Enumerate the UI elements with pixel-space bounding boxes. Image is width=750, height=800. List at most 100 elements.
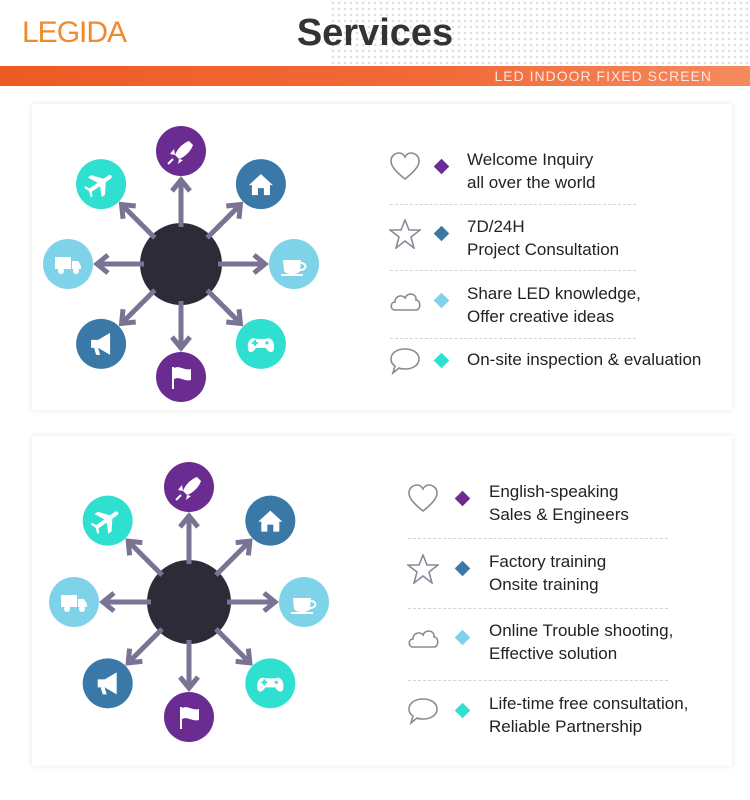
rocket-icon-badge xyxy=(164,462,214,512)
flag-icon xyxy=(172,367,191,389)
plane-icon-badge xyxy=(82,495,133,546)
brand-logo[interactable]: LEGIDA xyxy=(22,16,127,49)
coffee-icon xyxy=(291,598,317,614)
hub-arrow xyxy=(214,538,253,577)
coffee-icon-badge xyxy=(279,577,329,627)
truck-icon-badge xyxy=(43,239,93,289)
plane-icon xyxy=(83,174,112,198)
item-separator xyxy=(390,338,636,339)
page-header: LEGIDA Services LED INDOOR FIXED SCREEN xyxy=(0,0,750,88)
header-band: LED INDOOR FIXED SCREEN xyxy=(0,66,750,86)
item-separator xyxy=(390,270,636,271)
service-item-text: Share LED knowledge, Offer creative ideas xyxy=(467,282,641,328)
heart-icon xyxy=(408,484,438,513)
hub-arrow xyxy=(170,176,192,227)
service-item-line1: Life-time free consultation, xyxy=(489,694,689,713)
hub-arrow xyxy=(205,288,244,327)
plane-icon xyxy=(90,511,119,534)
truck-icon-badge xyxy=(49,577,99,627)
bullet-diamond xyxy=(433,225,450,242)
flag-icon-badge xyxy=(156,352,206,402)
service-hub-diagram-2 xyxy=(49,462,329,742)
home-icon xyxy=(258,510,283,532)
home-icon-badge xyxy=(235,159,286,210)
service-item-line2: Offer creative ideas xyxy=(467,307,615,326)
flag-icon-badge xyxy=(164,692,214,742)
service-item-text: 7D/24H Project Consultation xyxy=(467,215,619,261)
item-separator xyxy=(390,204,636,205)
service-item-text: On-site inspection & evaluation xyxy=(467,348,701,371)
hub-arrow xyxy=(227,591,279,613)
truck-icon xyxy=(55,257,81,274)
service-item-text: Welcome Inquiry all over the world xyxy=(467,148,596,194)
hub-arrow xyxy=(125,538,164,577)
cloud-icon xyxy=(408,630,439,648)
bullet-diamond xyxy=(433,158,450,175)
service-item-line1: Factory training xyxy=(489,552,607,571)
service-item-line2: Onsite training xyxy=(489,575,599,594)
heart-icon xyxy=(390,152,420,181)
hub-arrow xyxy=(170,301,192,352)
star-icon xyxy=(389,219,421,249)
plane-icon-badge xyxy=(76,159,127,210)
world-map-background xyxy=(330,0,750,70)
service-item-line2: all over the world xyxy=(467,173,596,192)
hub-arrow xyxy=(178,640,200,692)
coffee-icon-badge xyxy=(269,239,319,289)
megaphone-icon-badge xyxy=(82,658,133,709)
service-item-line1: Online Trouble shooting, xyxy=(489,621,674,640)
header-subtitle: LED INDOOR FIXED SCREEN xyxy=(494,68,712,84)
item-separator xyxy=(408,538,668,539)
flag-icon xyxy=(180,707,199,729)
gamepad-icon-badge xyxy=(245,658,296,709)
bullet-diamond xyxy=(454,490,471,507)
bullet-diamond xyxy=(454,702,471,719)
service-item-line2: Reliable Partnership xyxy=(489,717,643,736)
megaphone-icon xyxy=(91,332,111,355)
speech-icon xyxy=(408,698,438,726)
hub-arrow xyxy=(118,201,157,240)
speech-icon xyxy=(390,348,420,376)
gamepad-icon-badge xyxy=(235,318,286,369)
service-item-line1: 7D/24H xyxy=(467,217,525,236)
service-item-line2: Sales & Engineers xyxy=(489,505,629,524)
hub-arrow xyxy=(214,627,253,666)
hub-arrow xyxy=(218,253,269,275)
service-hub-diagram-1 xyxy=(43,126,319,402)
truck-icon xyxy=(61,595,87,612)
gamepad-icon xyxy=(247,338,275,353)
star-icon xyxy=(407,554,439,584)
service-item-text: Life-time free consultation, Reliable Par… xyxy=(489,692,688,738)
hub-arrow xyxy=(99,591,151,613)
bullet-diamond xyxy=(433,292,450,309)
megaphone-icon xyxy=(97,672,117,695)
service-item-line1: Share LED knowledge, xyxy=(467,284,641,303)
gamepad-icon xyxy=(257,677,284,692)
megaphone-icon-badge xyxy=(76,318,127,369)
service-item-line2: Effective solution xyxy=(489,644,618,663)
rocket-icon-badge xyxy=(156,126,206,176)
hub-arrow xyxy=(118,288,157,327)
central-hub xyxy=(140,223,222,305)
hub-arrow xyxy=(93,253,144,275)
service-item-text: Online Trouble shooting, Effective soluti… xyxy=(489,619,673,665)
bullet-diamond xyxy=(433,352,450,369)
service-item-line1: English-speaking xyxy=(489,482,619,501)
service-item-line2: Project Consultation xyxy=(467,240,620,259)
item-separator xyxy=(408,608,668,609)
home-icon-badge xyxy=(245,495,296,546)
page-title: Services xyxy=(296,12,454,54)
services-panel-1: Welcome Inquiry all over the world 7D/24H P… xyxy=(32,104,732,410)
service-item-line1: Welcome Inquiry xyxy=(467,150,594,169)
item-separator xyxy=(408,680,668,681)
coffee-icon xyxy=(281,260,307,276)
bullet-diamond xyxy=(454,629,471,646)
rocket-icon xyxy=(175,477,201,501)
cloud-icon xyxy=(390,293,421,311)
central-hub xyxy=(147,560,231,644)
hub-arrow xyxy=(205,201,244,240)
rocket-icon xyxy=(167,141,193,165)
